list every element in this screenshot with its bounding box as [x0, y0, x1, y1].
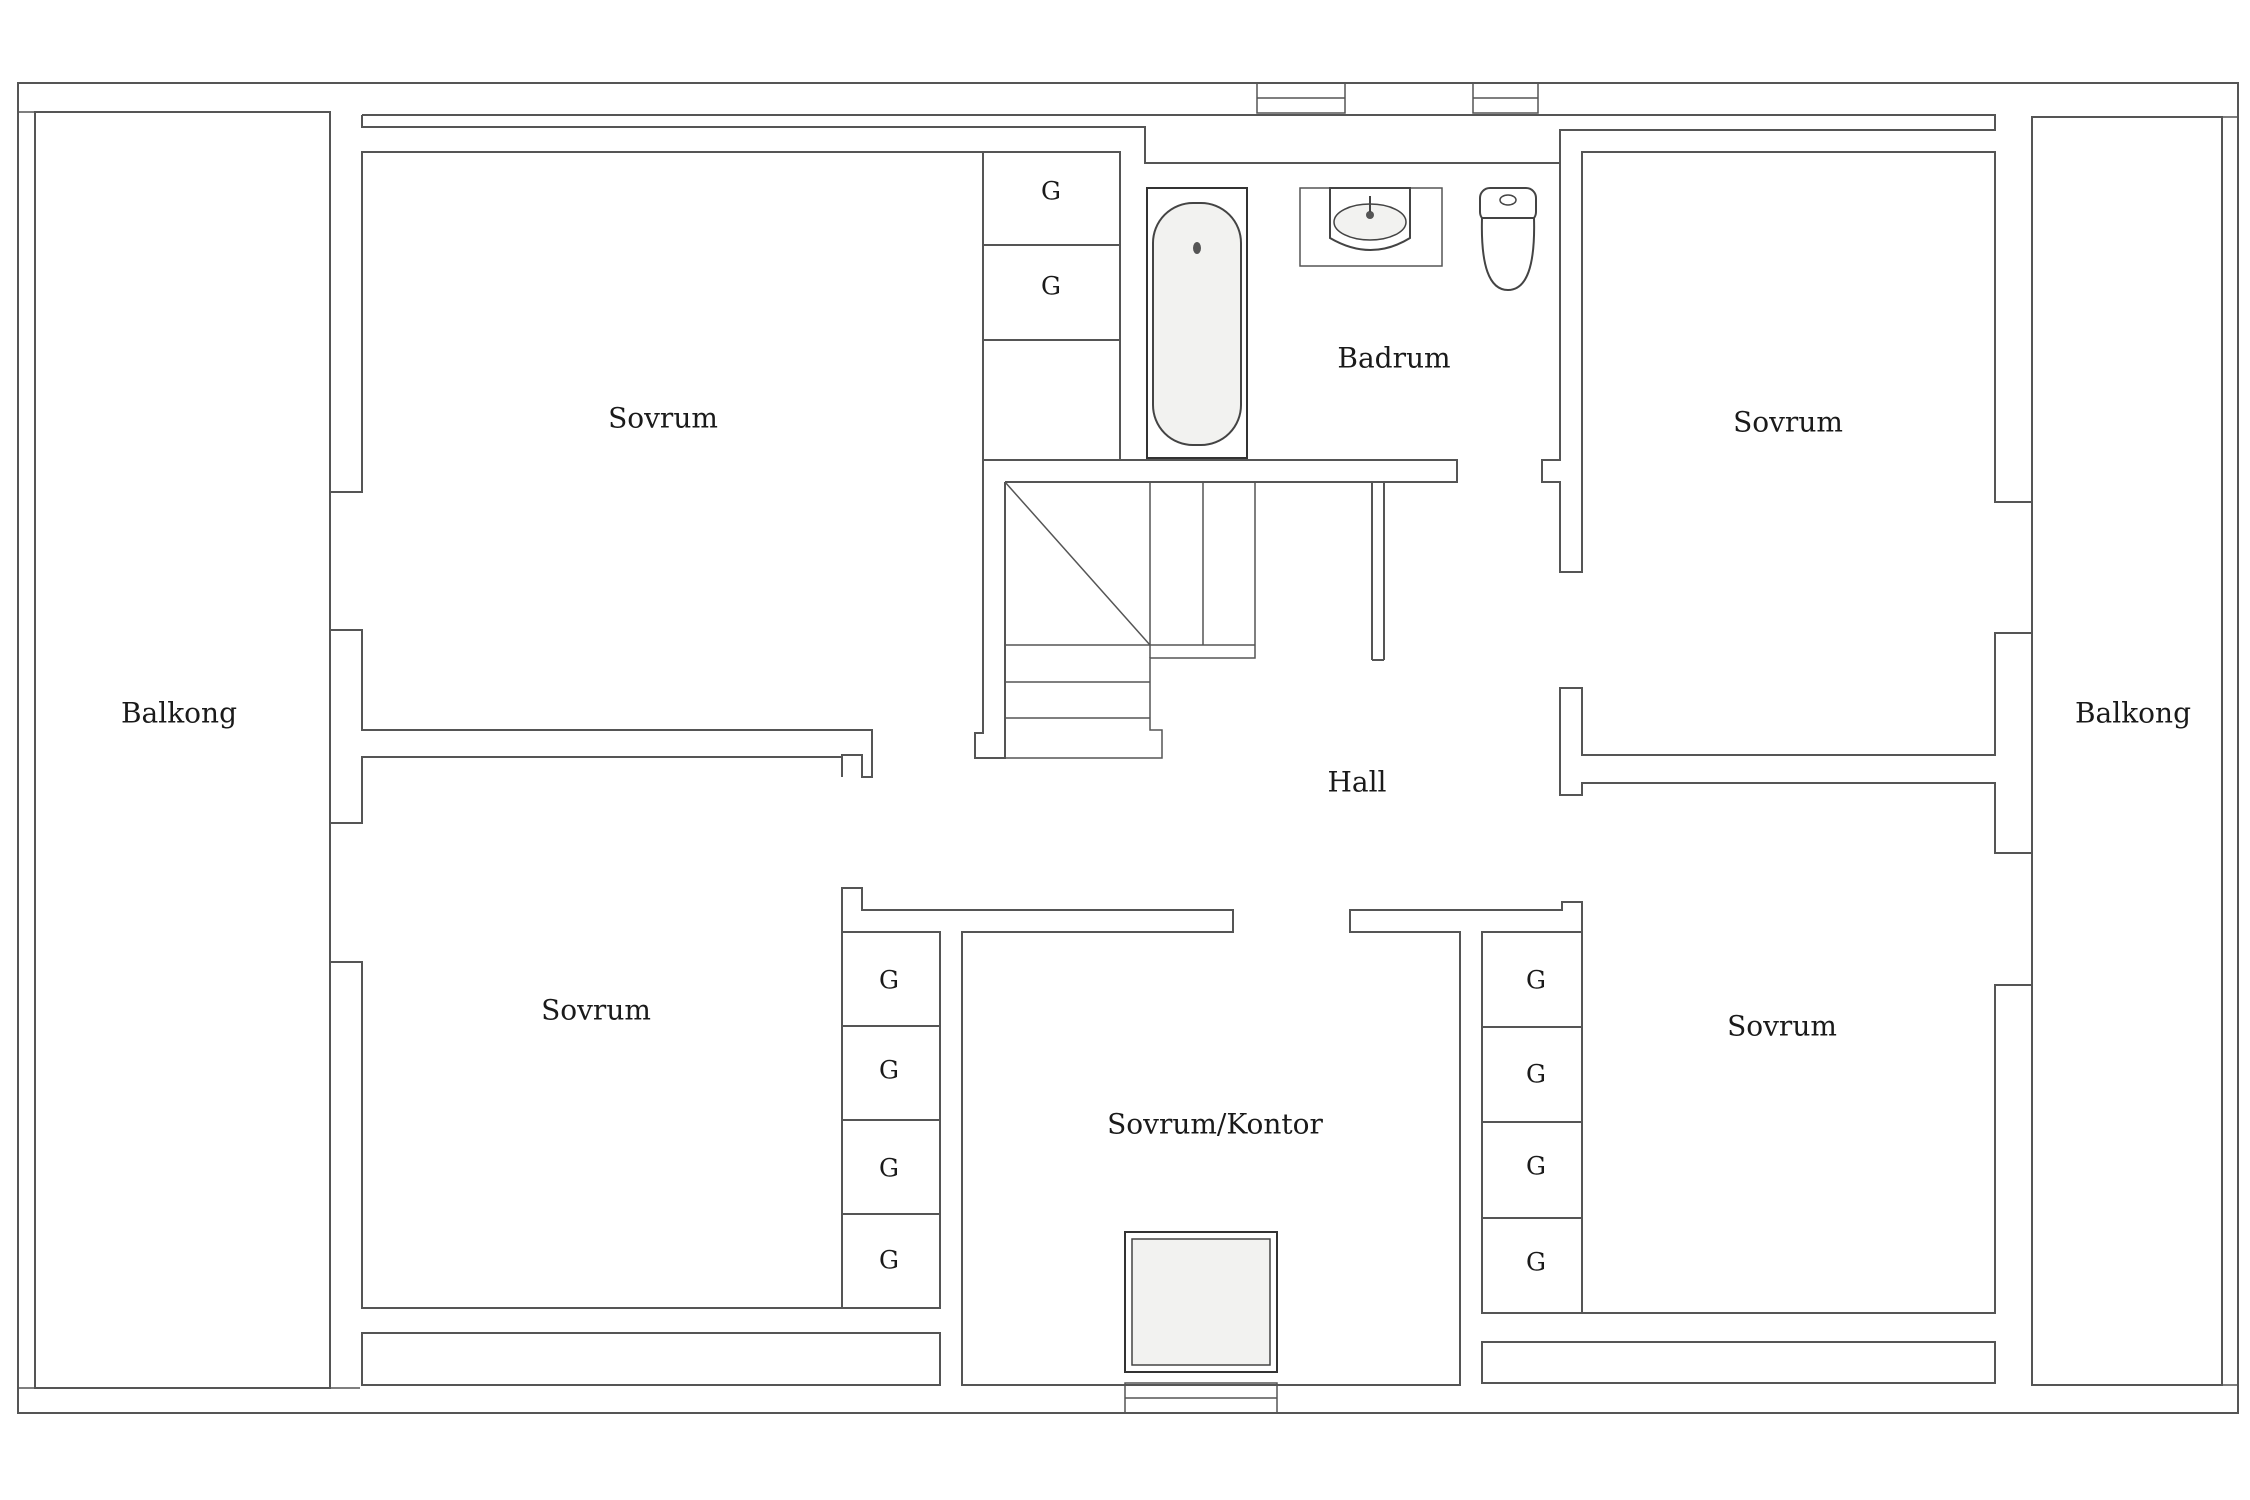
chimney-icon	[1124, 1231, 1278, 1373]
room-label-badrum: Badrum	[1337, 342, 1450, 375]
room-label-balkong-left: Balkong	[121, 697, 237, 730]
window-bottom	[1124, 1382, 1278, 1414]
window-top-right	[1472, 82, 1539, 114]
top-strip-wall	[361, 114, 1996, 164]
bathtub-icon	[1146, 187, 1248, 459]
closet-label: G	[1526, 966, 1546, 995]
closet-label: G	[1041, 177, 1061, 206]
bathroom-walls	[983, 130, 2032, 661]
window-top-left	[1256, 82, 1346, 114]
bedroom-bottom-left	[330, 756, 941, 1386]
outer-walls	[17, 82, 2239, 1414]
closet-label: G	[879, 1246, 899, 1275]
staircase-icon	[1004, 481, 1256, 759]
room-label-sovrum-top-right: Sovrum	[1733, 406, 1843, 439]
central-left-wall	[974, 152, 1006, 759]
balcony-left	[34, 111, 331, 1389]
closet-label: G	[1041, 272, 1061, 301]
room-label-balkong-right: Balkong	[2075, 697, 2191, 730]
room-label-sovrum-bottom-left: Sovrum	[541, 994, 651, 1027]
closet-label: G	[879, 966, 899, 995]
room-label-sovrum-bottom-right: Sovrum	[1727, 1010, 1837, 1043]
room-label-sovrum-top-left: Sovrum	[608, 402, 718, 435]
closet-label: G	[1526, 1060, 1546, 1089]
bedroom-top-left	[330, 151, 983, 778]
room-label-hall: Hall	[1327, 766, 1386, 799]
balcony-right	[2031, 116, 2223, 1386]
room-label-sovrum-kontor: Sovrum/Kontor	[1107, 1108, 1323, 1141]
closet-label: G	[879, 1056, 899, 1085]
bedroom-top-right	[1559, 632, 2032, 854]
toilet-icon	[1479, 187, 1537, 292]
bedroom-bottom-right	[1481, 984, 2032, 1384]
closet-label: G	[879, 1154, 899, 1183]
closet-label: G	[1526, 1152, 1546, 1181]
sink-icon	[1299, 187, 1443, 267]
closets-bottom-right	[1481, 931, 1583, 1314]
closet-label: G	[1526, 1248, 1546, 1277]
